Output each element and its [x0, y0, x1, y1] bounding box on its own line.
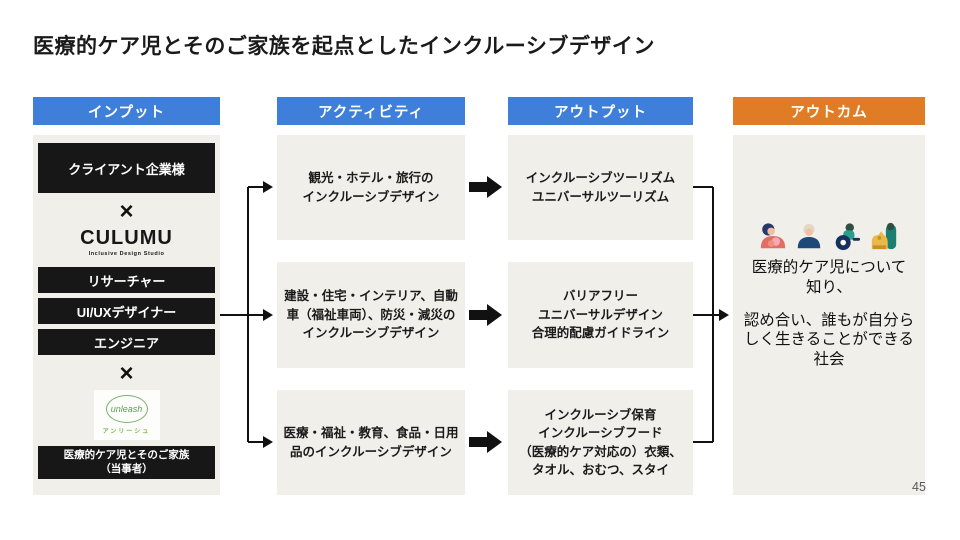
- page-number: 45: [912, 480, 926, 494]
- mother-and-child-icon: [760, 223, 786, 249]
- unleash-logo-mark: unleash: [105, 395, 148, 423]
- culumu-logo: CULUMU Inclusive Design Studio: [80, 227, 173, 257]
- activity-box-construction: 建設・住宅・インテリア、自動 車（福祉車両）、防災・減災の インクルーシブデザイ…: [277, 262, 465, 368]
- fat-arrow-icon: [469, 176, 502, 198]
- output-box-barrier-free: バリアフリー ユニバーサルデザイン 合理的配慮ガイドライン: [508, 262, 693, 368]
- output-box-tourism: インクルーシブツーリズム ユニバーサルツーリズム: [508, 135, 693, 240]
- elderly-person-icon: [797, 223, 821, 249]
- arrowheads: [263, 181, 729, 448]
- column-header-input: インプット: [33, 97, 220, 125]
- column-header-outcome: アウトカム: [733, 97, 925, 125]
- activity-to-output-arrows: [469, 176, 502, 453]
- input-role-uiux-designer: UI/UXデザイナー: [38, 298, 215, 324]
- activity-box-tourism: 観光・ホテル・旅行の インクルーシブデザイン: [277, 135, 465, 240]
- input-role-researcher: リサーチャー: [38, 267, 215, 293]
- guide-dog-user-icon: [871, 222, 897, 250]
- page-title: 医療的ケア児とそのご家族を起点としたインクルーシブデザイン: [33, 35, 655, 58]
- output-merge-connector: [693, 186, 719, 443]
- outcome-panel: 医療的ケア児について 知り、 認め合い、誰もが自分ら しく生きることができる 社…: [733, 135, 925, 495]
- culumu-tagline: Inclusive Design Studio: [88, 251, 165, 257]
- multiply-sign: ×: [119, 360, 134, 387]
- column-header-activity: アクティビティ: [277, 97, 465, 125]
- fat-arrow-icon: [469, 431, 502, 453]
- multiply-sign: ×: [119, 198, 134, 225]
- column-header-output: アウトプット: [508, 97, 693, 125]
- unleash-katakana: アンリーシュ: [102, 429, 151, 435]
- input-role-engineer: エンジニア: [38, 329, 215, 355]
- input-branch-connector: [220, 186, 263, 443]
- activity-box-medical: 医療・福祉・教育、食品・日用 品のインクルーシブデザイン: [277, 390, 465, 495]
- outcome-text-2: 認め合い、誰もが自分ら しく生きることができる 社会: [743, 311, 915, 369]
- fat-arrow-icon: [469, 304, 502, 326]
- input-client-box: クライアント企業様: [38, 143, 215, 193]
- culumu-logo-text: CULUMU: [80, 227, 173, 249]
- input-panel: クライアント企業様 × CULUMU Inclusive Design Stud…: [33, 135, 220, 495]
- outcome-text-1: 医療的ケア児について 知り、: [751, 259, 907, 296]
- wheelchair-user-icon: [835, 223, 861, 251]
- unleash-logo: unleash アンリーシュ: [93, 390, 160, 440]
- people-icons-row: [758, 221, 900, 251]
- output-box-childcare: インクルーシブ保育 インクルーシブフード （医療的ケア対応の）衣類、 タオル、お…: [508, 390, 693, 495]
- input-family-box: 医療的ケア児とそのご家族 （当事者）: [38, 446, 215, 479]
